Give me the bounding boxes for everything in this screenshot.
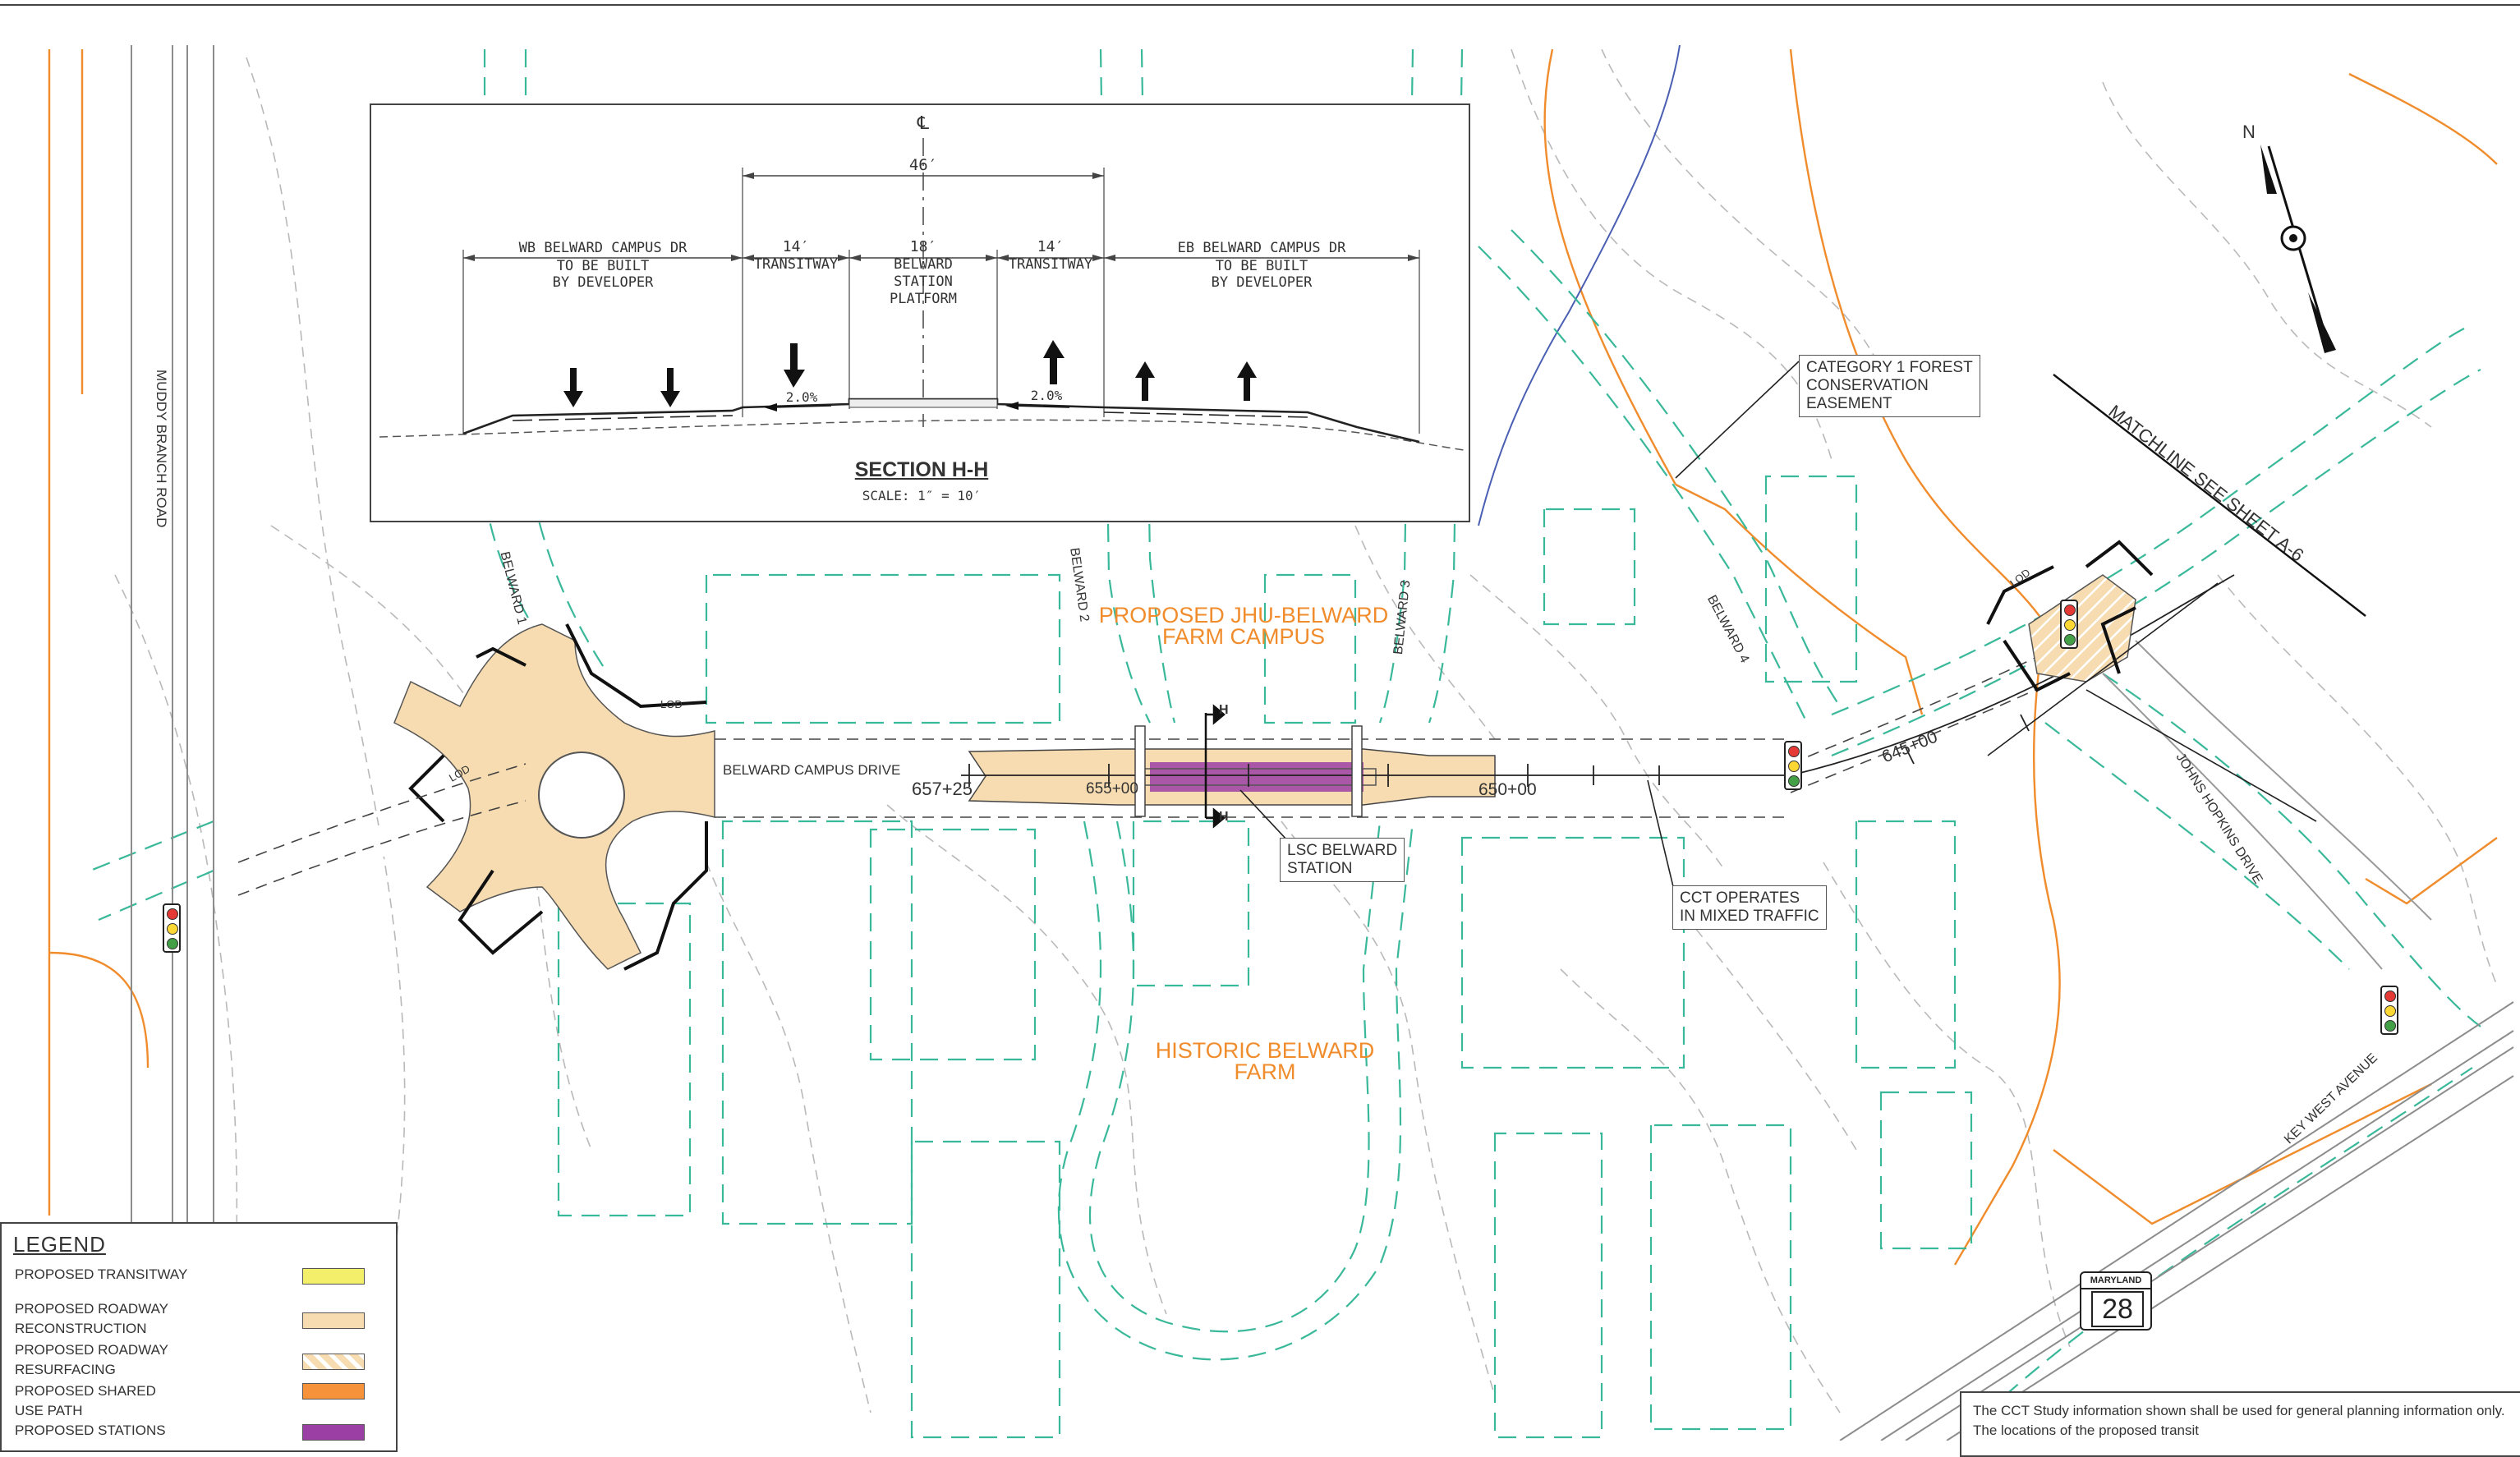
route-28-shield-icon: MARYLAND 28 xyxy=(2080,1271,2152,1331)
legend-swatch xyxy=(302,1268,365,1285)
study-disclaimer-note: The CCT Study information shown shall be… xyxy=(1960,1391,2520,1457)
station-650-00: 650+00 xyxy=(1478,780,1537,799)
property-lines xyxy=(48,48,2498,1266)
section-title: SECTION H-H xyxy=(854,458,989,481)
lod-label: LOD xyxy=(660,698,683,710)
legend-swatch xyxy=(302,1354,365,1370)
transitway-right-label: TRANSITWAY xyxy=(1008,256,1093,273)
traffic-signal-icon xyxy=(2060,600,2078,649)
station-655-00: 655+00 xyxy=(1086,780,1138,797)
matchline xyxy=(2053,374,2366,617)
legend-item-reconstruction: PROPOSED ROADWAY RECONSTRUCTION xyxy=(15,1299,376,1339)
legend-item-resurfacing: PROPOSED ROADWAY RESURFACING xyxy=(15,1340,376,1380)
platform-label: BELWARD STATION PLATFORM xyxy=(890,256,957,307)
traffic-signal-icon xyxy=(163,903,181,953)
platform-dim: 18′ xyxy=(909,238,937,255)
legend-swatch xyxy=(302,1424,365,1441)
transitway-left-label: TRANSITWAY xyxy=(753,256,839,273)
legend-item-stations: PROPOSED STATIONS xyxy=(15,1421,376,1441)
legend-title: LEGEND xyxy=(13,1232,106,1257)
wb-road-label: WB BELWARD CAMPUS DR TO BE BUILT BY DEVE… xyxy=(518,240,687,291)
legend-swatch xyxy=(302,1312,365,1329)
section-drawing xyxy=(379,138,1465,451)
lot-lines xyxy=(90,48,2481,1439)
platform-walls xyxy=(1134,725,1363,817)
section-cut-line xyxy=(1204,704,1226,829)
johns-hopkins-drive xyxy=(2102,640,2432,970)
section-mark-bottom: H xyxy=(1219,810,1229,824)
legend-item-transitway: PROPOSED TRANSITWAY xyxy=(15,1265,376,1285)
legend-item-shared-path: PROPOSED SHARED USE PATH xyxy=(15,1381,376,1421)
jhu-intersection xyxy=(1986,540,2317,822)
slope-right: 2.0% xyxy=(1030,388,1063,403)
key-west-avenue xyxy=(1839,1001,2514,1441)
muddy-branch-road-label: MUDDY BRANCH ROAD xyxy=(154,370,169,528)
muddy-branch-road xyxy=(131,45,214,1441)
section-mark-top: H xyxy=(1219,703,1229,717)
shield-number: 28 xyxy=(2091,1291,2144,1327)
shield-state: MARYLAND xyxy=(2081,1273,2150,1289)
transitway-right-dim: 14′ xyxy=(1037,238,1065,255)
station-platform xyxy=(1150,762,1363,792)
station-657-25: 657+25 xyxy=(912,779,973,799)
legend-swatch xyxy=(302,1383,365,1400)
stream xyxy=(1478,44,1681,526)
legend: LEGEND PROPOSED TRANSITWAY PROPOSED ROAD… xyxy=(0,1222,398,1452)
section-h-h-inset: ℄ 46′ WB BELWARD CAMPUS DR TO BE BUILT B… xyxy=(370,103,1470,522)
overall-dimension: 46′ xyxy=(908,156,938,174)
roundabout xyxy=(393,623,715,971)
callout-leaders xyxy=(1239,361,1800,898)
section-scale: SCALE: 1″ = 10′ xyxy=(862,488,982,503)
north-arrow xyxy=(2260,145,2336,353)
traffic-signal-icon xyxy=(1784,741,1802,790)
slope-left: 2.0% xyxy=(785,389,818,405)
centerline-symbol: ℄ xyxy=(917,113,930,134)
traffic-signal-icon xyxy=(2380,986,2398,1035)
transitway-left-dim: 14′ xyxy=(782,238,810,255)
north-label: N xyxy=(2242,122,2256,142)
alignment-ticks xyxy=(968,714,2030,787)
eb-road-label: EB BELWARD CAMPUS DR TO BE BUILT BY DEVE… xyxy=(1177,240,1346,291)
belward-campus-drive-label: BELWARD CAMPUS DRIVE xyxy=(723,762,901,778)
